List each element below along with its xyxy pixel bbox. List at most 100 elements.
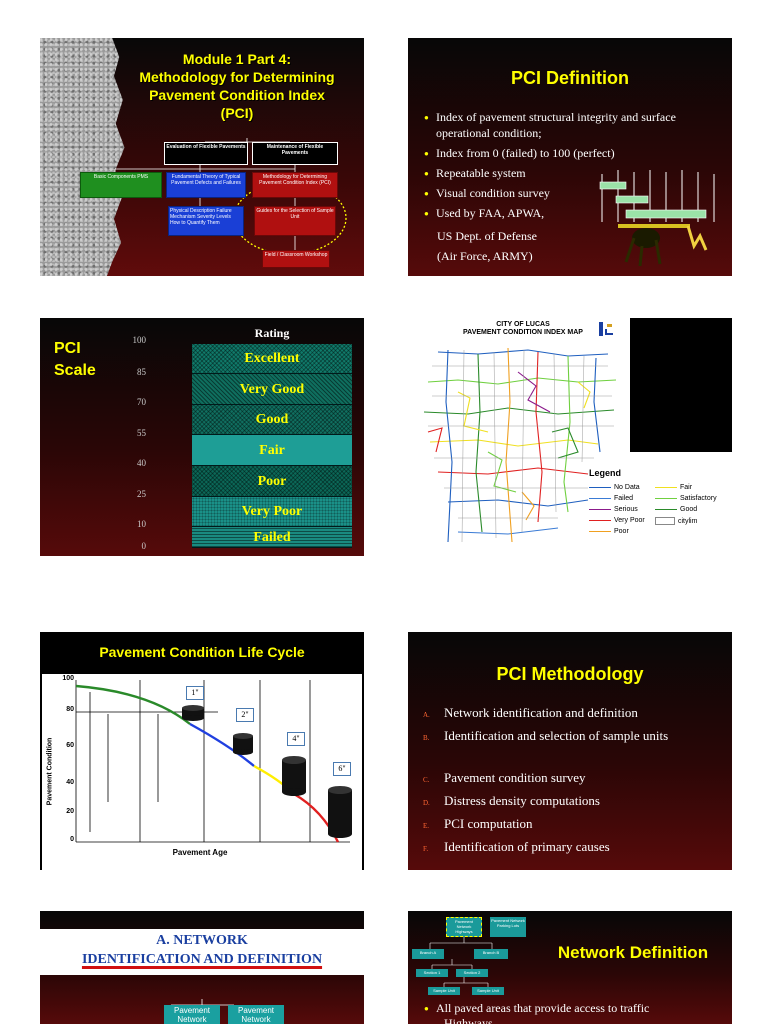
slide-network-identification: A. NETWORK IDENTIFICATION AND DEFINITION…	[40, 911, 364, 1024]
legend-swatch	[589, 497, 611, 499]
slide-title: Module 1 Part 4: Methodology for Determi…	[112, 50, 362, 122]
y-tick-label: 20	[66, 808, 74, 815]
evaluation-box: Evaluation of Flexible Pavements	[164, 142, 248, 165]
slide-pci-definition: PCI Definition Index of pavement structu…	[408, 38, 732, 276]
slide-title: Network Definition	[557, 943, 709, 962]
slide-title: PCI Methodology	[496, 664, 644, 684]
y-tick-label: 40	[66, 779, 74, 786]
legend-item: No Data	[589, 484, 659, 491]
y-tick-label: 100	[62, 675, 74, 682]
item-letter: A.	[423, 711, 430, 719]
legend-label: Poor	[614, 528, 629, 535]
legend-swatch	[589, 486, 611, 488]
bullet-item: Used by FAA, APWA,	[424, 205, 724, 222]
item-text: Identification of primary causes	[444, 839, 610, 854]
slide-module-1-part-4: Module 1 Part 4: Methodology for Determi…	[40, 38, 364, 276]
item-letter: F.	[423, 845, 429, 853]
overlay-cylinder	[182, 705, 204, 721]
title-line-3: Pavement Condition Index	[149, 87, 325, 103]
legend-label: Serious	[614, 506, 638, 513]
continuation-line: (Air Force, ARMY)	[437, 249, 533, 263]
bullet-item: Repeatable system	[424, 165, 724, 182]
legend-item: Satisfactory	[655, 495, 731, 502]
legend-title: Legend	[589, 468, 622, 478]
cylinder-label: 2"	[236, 708, 254, 722]
methodology-item: D. Distress density computations	[423, 793, 723, 808]
overlay-cylinder	[282, 756, 306, 796]
network-highways-box: Pavement Network Highways	[446, 917, 482, 937]
title-banner: A. NETWORK IDENTIFICATION AND DEFINITION	[40, 929, 364, 975]
legend-item: Very Poor	[589, 517, 659, 524]
scale-tick: 0	[141, 541, 147, 551]
pavement-network-box-a: Pavement Network	[164, 1005, 220, 1024]
legend-item: Fair	[655, 484, 731, 491]
item-text: Identification and selection of sample u…	[444, 728, 669, 743]
bullet-item: Visual condition survey	[424, 185, 724, 202]
scale-tick: 100	[132, 335, 147, 345]
section-1-box: Section 1	[416, 969, 448, 977]
slide-city-map: CITY OF LUCAS PAVEMENT CONDITION INDEX M…	[408, 318, 732, 556]
banner-line-2: IDENTIFICATION AND DEFINITION	[81, 952, 323, 967]
legend-label: Satisfactory	[680, 495, 717, 502]
item-letter: E.	[423, 822, 430, 830]
section-2-box: Section 2	[456, 969, 488, 977]
map-title: CITY OF LUCAS PAVEMENT CONDITION INDEX M…	[428, 321, 618, 337]
title-line-scale: Scale	[54, 362, 96, 379]
legend-swatch	[589, 508, 611, 510]
life-cycle-chart	[75, 680, 352, 843]
methodology-item: B.Identification and selection of sample…	[423, 728, 723, 743]
rating-fair: Fair	[192, 435, 352, 466]
title-line-4: (PCI)	[220, 105, 254, 121]
legend-label: Failed	[614, 495, 634, 502]
cylinder-label: 6"	[333, 762, 351, 776]
branch-b-box: Branch B	[474, 949, 508, 959]
methodology-item: F. Identification of primary causes	[423, 839, 723, 854]
maintenance-box: Maintenance of Flexible Pavements	[252, 142, 338, 165]
network-parking-box: Pavement Network Parking Lots	[490, 917, 526, 937]
slide-title: PCI Scale	[54, 338, 96, 382]
road-network-map	[423, 347, 617, 543]
item-letter: D.	[423, 799, 430, 807]
legend-label: Fair	[680, 484, 693, 491]
cylinder-label: 4"	[287, 732, 305, 746]
overlay-cylinder	[328, 786, 352, 838]
y-tick-label: 60	[66, 742, 74, 749]
item-text: Distress density computations	[444, 793, 600, 808]
definition-bullets: Index of pavement structural integrity a…	[424, 109, 724, 225]
bullet-item: All paved areas that provide access to t…	[424, 1001, 728, 1016]
definition-bullets: All paved areas that provide access to t…	[424, 1001, 728, 1016]
basic-components-box: Basic Components PMS	[80, 172, 162, 198]
rating-very-poor: Very Poor	[192, 497, 352, 527]
guides-selection-box: Guides for the Selection of Sample Unit	[254, 206, 336, 236]
title-line-pci: PCI	[54, 340, 81, 357]
item-letter: C.	[423, 776, 430, 784]
sample-unit-box-1: Sample Unit	[428, 987, 460, 995]
physical-description-box: Physical Description Failure Mechanism S…	[168, 206, 244, 236]
map-title-line-1: CITY OF LUCAS	[496, 321, 550, 328]
pavement-network-box-b: Pavement Network	[228, 1005, 284, 1024]
sub-bullet: Highways	[444, 1016, 493, 1024]
methodology-item: E. PCI computation	[423, 816, 723, 831]
legend-label: No Data	[614, 484, 640, 491]
item-text: Network identification and definition	[444, 705, 638, 720]
slide-title: PCI Definition	[511, 68, 629, 88]
overlay-cylinder	[233, 733, 253, 755]
legend-swatch	[589, 530, 611, 532]
item-text: PCI computation	[444, 816, 533, 831]
legend-item: Good	[655, 506, 731, 513]
sample-unit-box-2: Sample Unit	[472, 987, 504, 995]
bullet-item: Index of pavement structural integrity a…	[424, 109, 724, 141]
legend-item: citylim	[655, 517, 731, 525]
legend-item: Failed	[589, 495, 659, 502]
bullet-item: Index from 0 (failed) to 100 (perfect)	[424, 145, 724, 162]
rating-failed: Failed	[192, 527, 352, 548]
legend-item: Serious	[589, 506, 659, 513]
legend-label: Good	[680, 506, 698, 513]
slide-network-definition: Pavement Network Highways Pavement Netwo…	[408, 911, 732, 1024]
rating-header: Rating	[254, 326, 290, 340]
banner-line-1: A. NETWORK	[156, 933, 248, 948]
black-image-panel	[630, 318, 732, 452]
branch-a-box: Branch A	[412, 949, 444, 959]
methodology-box: Methodology for Determining Pavement Con…	[252, 172, 338, 198]
granite-texture-image	[40, 38, 125, 276]
